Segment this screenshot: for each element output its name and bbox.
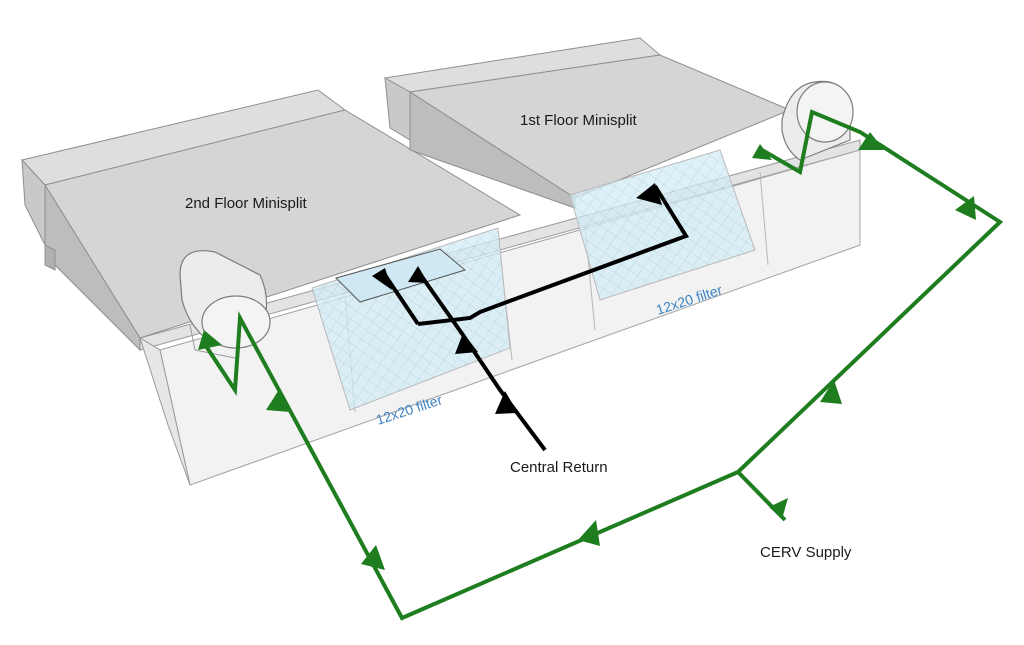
return-arrowhead-5 [636, 183, 662, 205]
unit-2nd-label: 2nd Floor Minisplit [185, 195, 308, 212]
supply-arrowhead-8 [858, 132, 884, 150]
supply-arrowhead-9 [752, 144, 772, 160]
supply-path: CERV Supply [198, 109, 1004, 621]
supply-arrowhead-5 [198, 330, 222, 350]
supply-arrowhead-3 [361, 545, 385, 570]
cerv-supply-label: CERV Supply [760, 544, 852, 561]
filter-left: 12x20 filter [311, 227, 511, 428]
supply-arrowhead-2 [578, 520, 600, 546]
elbow-duct-left [179, 250, 271, 359]
return-arrowhead-4 [408, 266, 428, 283]
central-return-label: Central Return [510, 459, 608, 476]
supply-arrowhead-4 [266, 388, 290, 412]
return-arrowhead-2 [455, 333, 478, 354]
supply-arrowhead-7 [955, 196, 976, 220]
supply-arrowhead-1 [769, 498, 788, 519]
unit-1st-floor: 1st Floor Minisplit [383, 37, 792, 209]
return-arrowhead-3 [372, 268, 392, 290]
unit-2nd-floor: 2nd Floor Minisplit [21, 89, 522, 352]
return-arrowhead-1 [495, 391, 518, 414]
unit-1st-label: 1st Floor Minisplit [520, 112, 638, 129]
supply-arrowhead-6 [820, 380, 842, 404]
return-path: Central Return [372, 183, 689, 476]
